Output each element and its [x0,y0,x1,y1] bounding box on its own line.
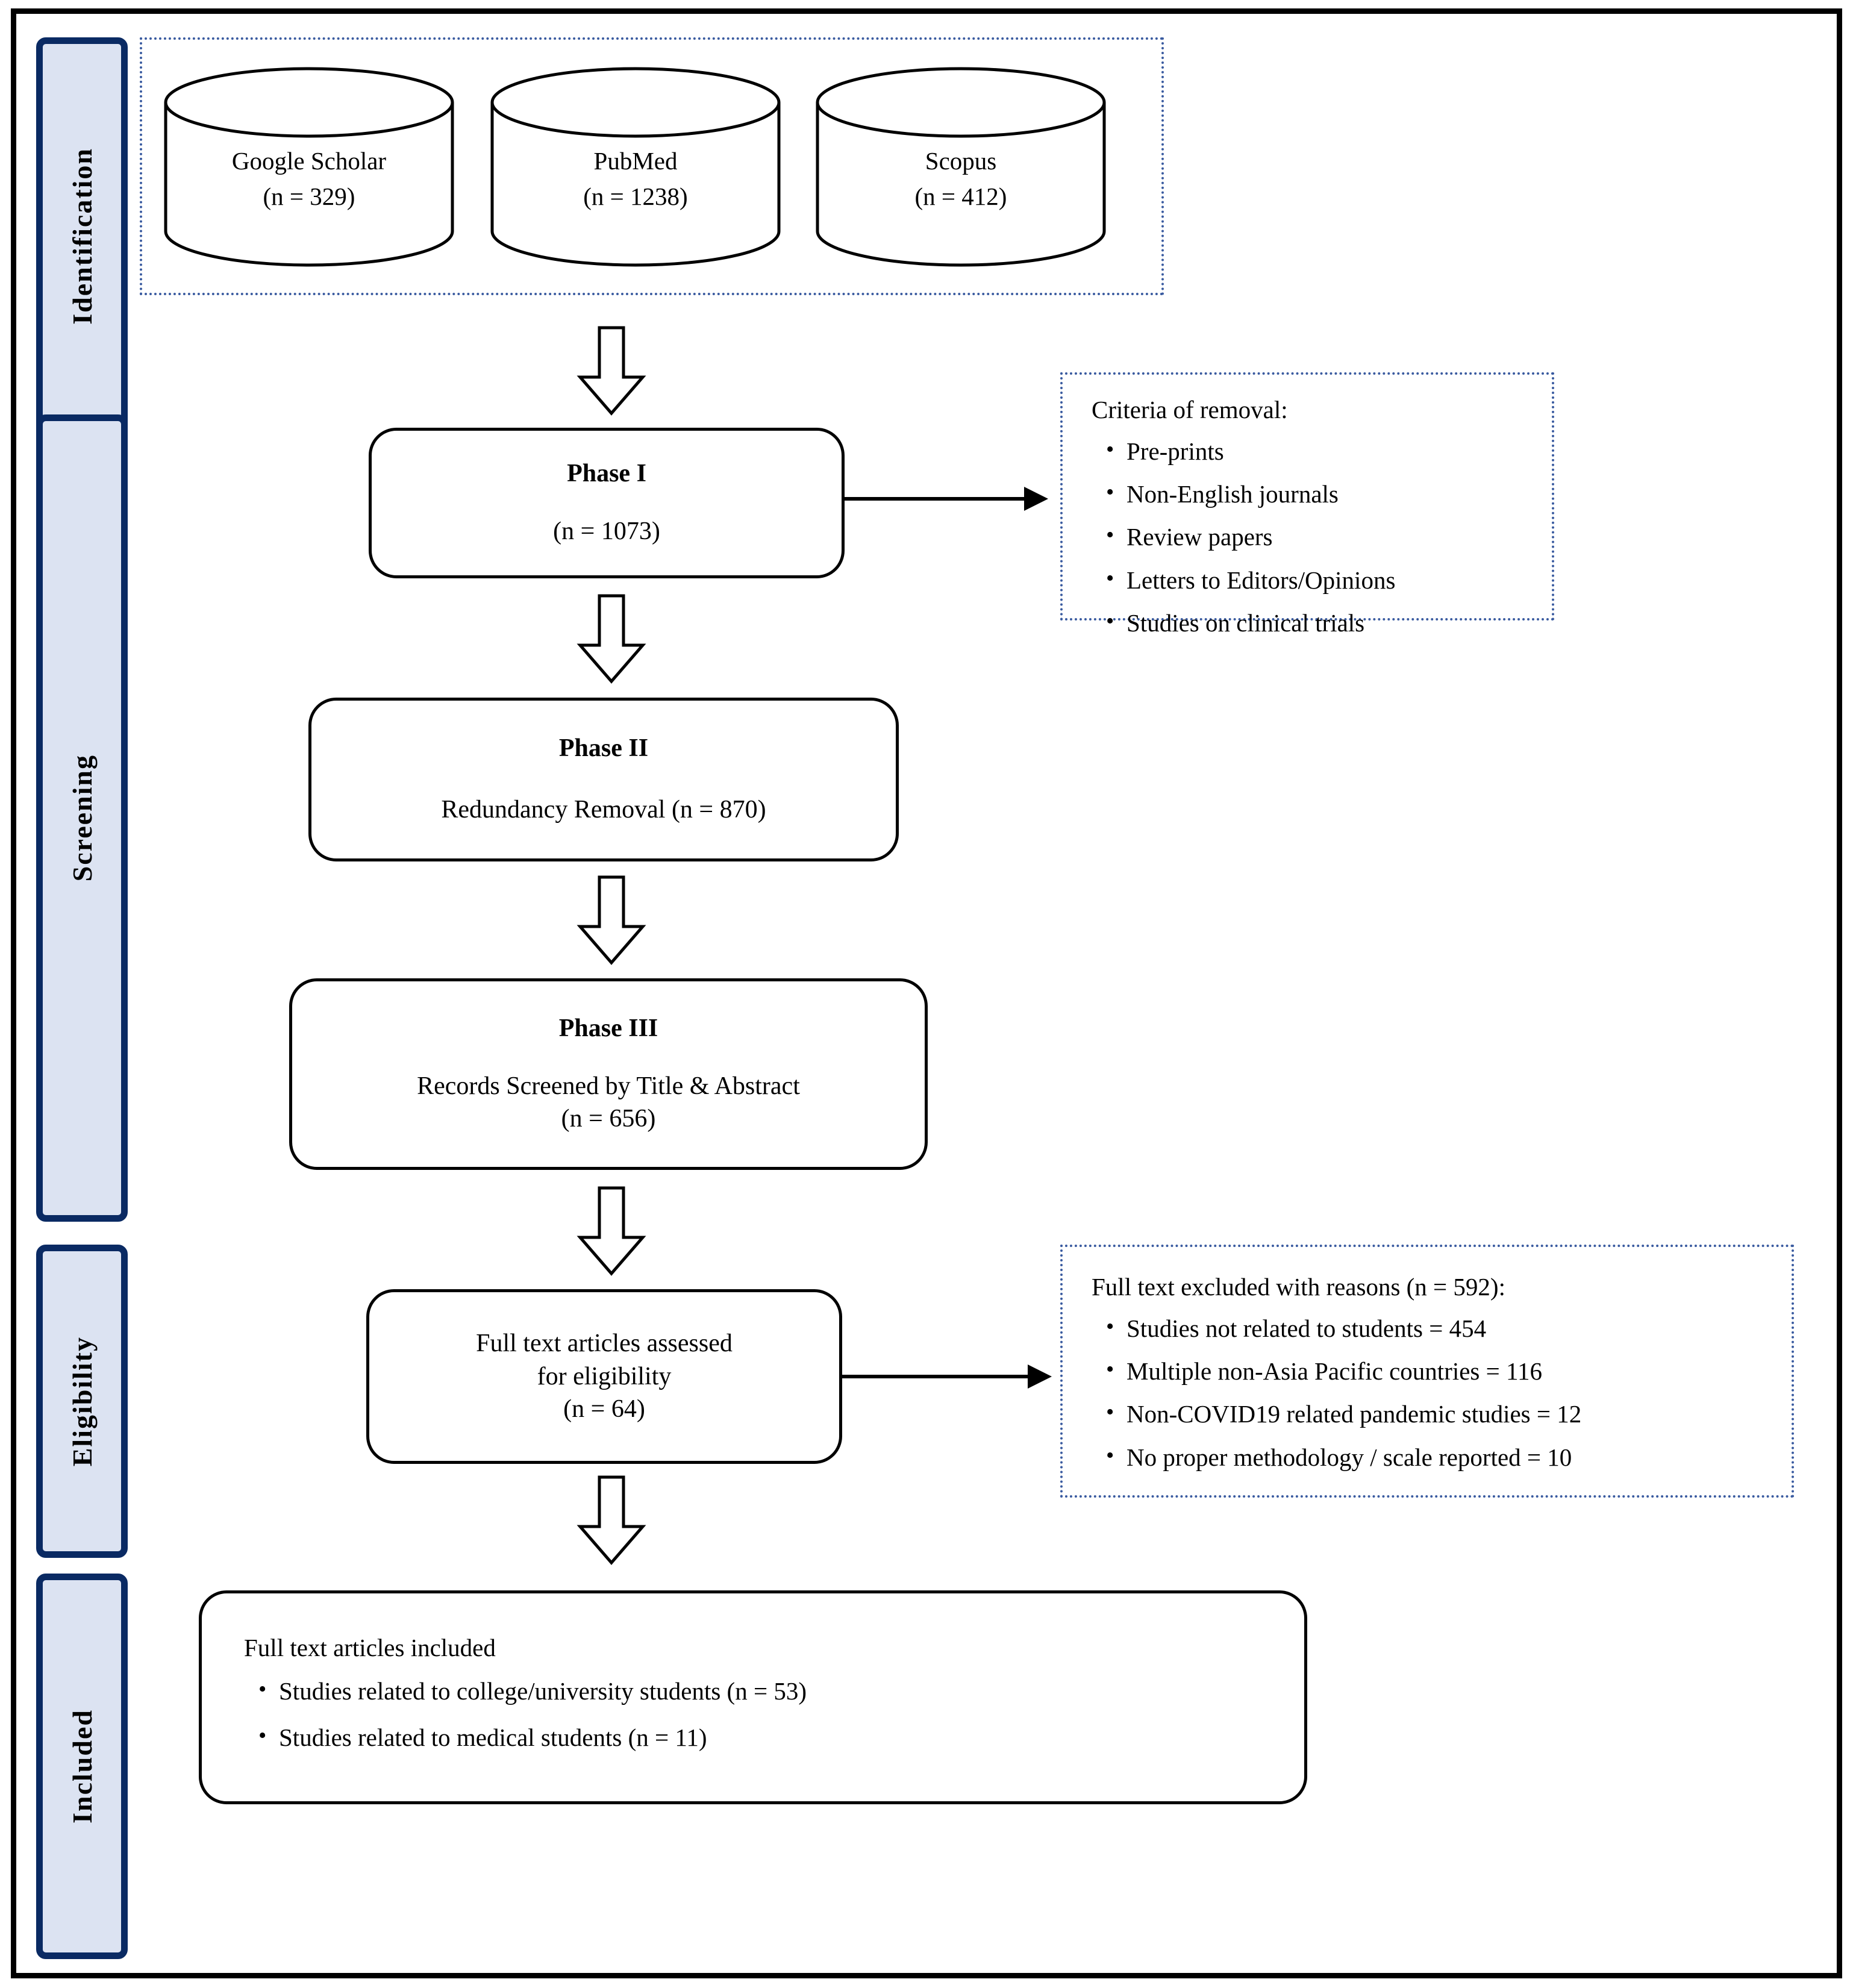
line-arrow-icon [842,1364,1052,1389]
included-articles-text: Full text articles included Studies rela… [244,1630,807,1766]
cylinder-icon [490,67,781,267]
stage-label-identification: Identification [36,37,128,435]
list-item: Pre-prints [1106,433,1537,469]
list-item: Studies related to college/university st… [258,1672,807,1710]
excluded-list: Studies not related to students = 454 Mu… [1092,1310,1778,1476]
line-arrow-icon [845,487,1048,511]
criteria-list: Pre-prints Non-English journals Review p… [1092,433,1537,642]
outer-frame [11,8,1842,1978]
source-label: PubMed (n = 1238) [583,147,688,211]
eligibility-line-2: for eligibility [537,1362,672,1390]
source-label: Google Scholar (n = 329) [231,147,387,211]
stage-label-included: Included [36,1574,128,1959]
phase3-count: (n = 656) [561,1105,656,1133]
stage-label-eligibility: Eligibility [36,1245,128,1558]
list-item: Studies related to medical students (n =… [258,1719,807,1757]
list-item: No proper methodology / scale reported =… [1106,1439,1778,1475]
included-articles-box: Full text articles included Studies rela… [199,1590,1307,1804]
phase1-count: (n = 1073) [553,517,660,545]
down-arrow-phase1-to-phase2 [575,593,648,684]
down-arrow-sources-to-phase1 [575,325,648,416]
phase3-title: Phase III [558,1014,658,1043]
eligibility-assessment-box: Full text articles assessed for eligibil… [366,1289,842,1464]
stage-label-text: Screening [66,754,98,882]
list-item: Multiple non-Asia Pacific countries = 11… [1106,1353,1778,1389]
included-list: Studies related to college/university st… [244,1672,807,1757]
eligibility-count: (n = 64) [563,1395,645,1424]
eligibility-line-1: Full text articles assessed [476,1330,733,1358]
stage-label-text: Included [66,1709,98,1824]
list-item: Studies not related to students = 454 [1106,1310,1778,1346]
stage-label-text: Eligibility [66,1336,98,1467]
block-down-arrow-icon [577,1186,646,1276]
criteria-of-removal-text: Criteria of removal: Pre-prints Non-Engl… [1092,392,1537,649]
phase3-detail: Records Screened by Title & Abstract [417,1072,800,1100]
list-item: Non-English journals [1106,476,1537,512]
block-down-arrow-icon [577,1475,646,1565]
list-item: Letters to Editors/Opinions [1106,562,1537,598]
right-arrow-phase1-to-criteria [845,475,1049,523]
excluded-reasons-box [1060,1245,1794,1498]
phase2-box: Phase II Redundancy Removal (n = 870) [308,698,899,861]
criteria-heading: Criteria of removal: [1092,396,1288,424]
block-down-arrow-icon [577,326,646,416]
excluded-heading: Full text excluded with reasons (n = 592… [1092,1273,1505,1301]
phase1-box: Phase I (n = 1073) [369,428,845,578]
list-item: Non-COVID19 related pandemic studies = 1… [1106,1396,1778,1432]
phase2-detail: Redundancy Removal (n = 870) [441,795,766,824]
source-cylinder-scopus: Scopus (n = 412) [813,65,1108,269]
down-arrow-eligibility-to-included [575,1475,648,1565]
block-down-arrow-icon [577,594,646,684]
cylinder-icon [816,67,1106,267]
excluded-reasons-text: Full text excluded with reasons (n = 592… [1092,1269,1778,1483]
down-arrow-phase2-to-phase3 [575,875,648,965]
list-item: Studies on clinical trials [1106,605,1537,641]
included-heading: Full text articles included [244,1634,496,1661]
source-label: Scopus (n = 412) [914,147,1007,211]
phase2-title: Phase II [558,734,649,763]
list-item: Review papers [1106,519,1537,555]
down-arrow-phase3-to-eligibility [575,1186,648,1276]
source-cylinder-google-scholar: Google Scholar (n = 329) [161,65,457,269]
phase1-title: Phase I [567,460,646,488]
stage-label-text: Identification [66,148,98,325]
phase3-box: Phase III Records Screened by Title & Ab… [289,978,928,1170]
identification-sources-container [140,37,1164,295]
right-arrow-eligibility-to-excluded [842,1352,1053,1401]
stage-label-screening: Screening [36,414,128,1222]
cylinder-icon [164,67,454,267]
source-cylinder-pubmed: PubMed (n = 1238) [488,65,783,269]
block-down-arrow-icon [577,875,646,965]
